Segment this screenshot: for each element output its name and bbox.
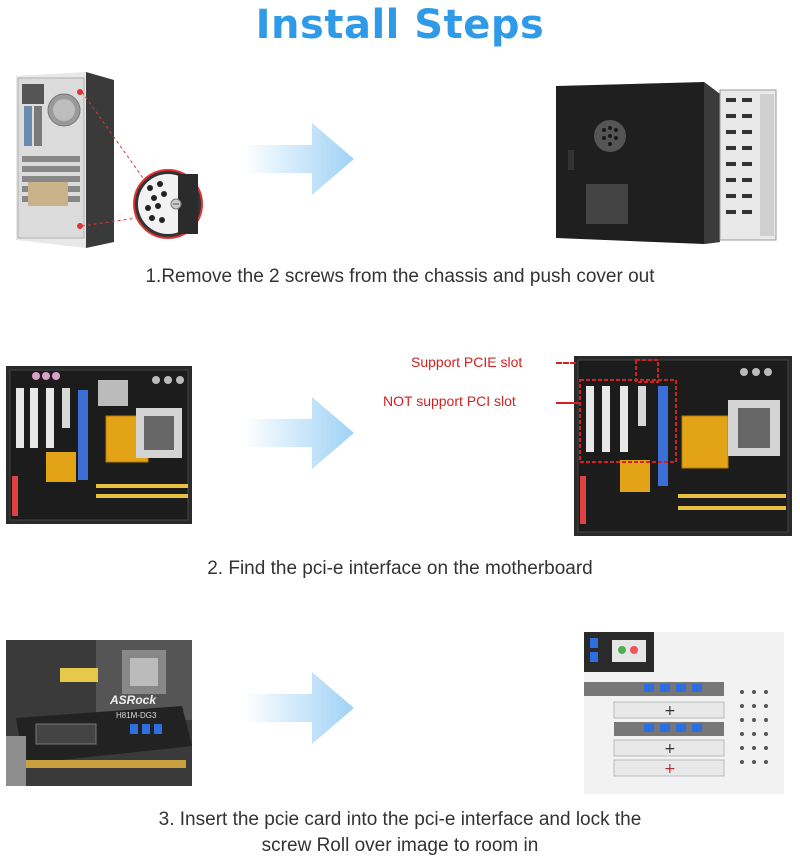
step-2-caption: 2. Find the pci-e interface on the mothe… [207, 558, 593, 579]
pci-slot-label: NOT support PCI slot [383, 393, 516, 409]
arrow-right-icon [248, 393, 358, 478]
page-title: Install Steps [255, 2, 545, 48]
open-case-image [554, 80, 780, 246]
pcie-leader-line [556, 362, 576, 364]
arrow-right-icon [248, 668, 358, 753]
pc-tower-image [8, 70, 204, 248]
step-3-caption-line-2: screw Roll over image to room in [261, 835, 539, 856]
svg-text:+: + [664, 741, 676, 757]
svg-text:+: + [664, 703, 676, 719]
card-model-label: H81M-DG3 [116, 711, 157, 720]
step-1-caption: 1.Remove the 2 screws from the chassis a… [145, 266, 655, 287]
motherboard-annotated-image [574, 356, 792, 536]
pcie-slot-label: Support PCIE slot [411, 354, 523, 370]
step-3-caption-line-1: 3. Insert the pcie card into the pci-e i… [158, 809, 642, 830]
arrow-right-icon [248, 119, 358, 204]
pci-leader-line [556, 402, 580, 404]
pcie-card-insert-image: ASRock H81M-DG3 [6, 640, 192, 786]
motherboard-image [6, 366, 192, 524]
card-brand-label: ASRock [109, 693, 157, 707]
svg-text:+: + [664, 761, 676, 777]
installed-card-image: + + + [584, 632, 784, 794]
